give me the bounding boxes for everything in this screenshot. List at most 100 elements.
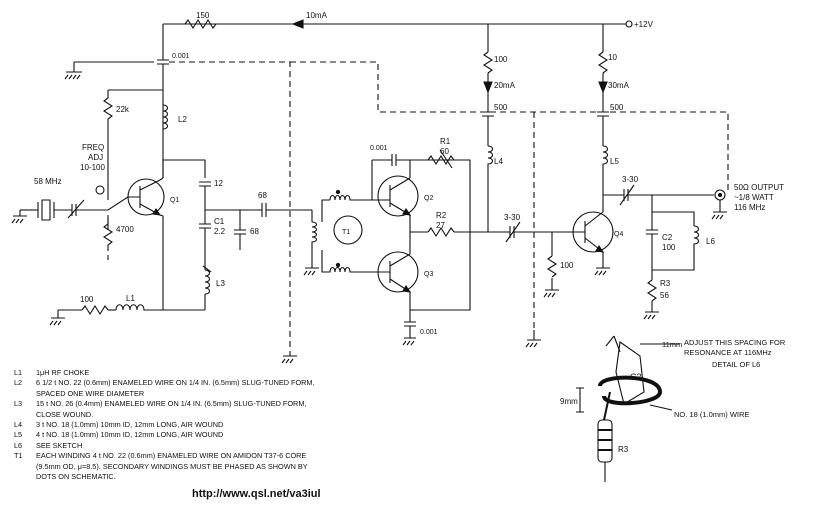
parts-notes: L1 1μH RF CHOKE L2 6 1/2 t NO. 22 (0.6mm… xyxy=(14,368,434,482)
note-key: L6 xyxy=(14,440,23,450)
cap-c1 xyxy=(199,223,211,258)
label-l5: L5 xyxy=(610,157,619,166)
detail-spacing: 11mm xyxy=(662,340,683,349)
ground-symbol-q4 xyxy=(594,267,610,276)
resistor-r3 xyxy=(646,279,658,302)
detail-c2-body xyxy=(615,341,645,405)
crystal-58mhz xyxy=(37,199,55,221)
label-c0001-a: 0.001 xyxy=(172,53,190,60)
resistor-10 xyxy=(597,51,609,74)
label-t1: T1 xyxy=(342,229,350,236)
ground-symbol-t1 xyxy=(303,262,319,276)
label-q2: Q2 xyxy=(424,195,433,202)
ground-symbol-bias xyxy=(49,310,65,326)
label-c12: 12 xyxy=(214,179,223,188)
detail-wire: NO. 18 (1.0mm) WIRE xyxy=(674,410,750,419)
label-10ma: 10mA xyxy=(306,11,328,20)
trimmer-freq-adj xyxy=(67,199,85,219)
label-l2: L2 xyxy=(178,115,187,124)
label-trim-3-30-b: 3-30 xyxy=(622,175,639,184)
resistor-150 xyxy=(184,18,217,30)
label-r22k: 22k xyxy=(116,105,130,114)
note-text: 6 1/2 t NO. 22 (0.6mm) ENAMELED WIRE ON … xyxy=(36,378,315,398)
label-c0001-c: 0.001 xyxy=(420,329,438,336)
resistor-r1 xyxy=(427,154,455,166)
inductor-l6 xyxy=(652,225,700,271)
note-l2: L2 6 1/2 t NO. 22 (0.6mm) ENAMELED WIRE … xyxy=(14,378,434,399)
note-text: 4 t NO. 18 (1.0mm) 10mm ID, 12mm LONG, A… xyxy=(36,430,224,440)
label-c2: C2 xyxy=(662,233,673,242)
label-c500-b: 500 xyxy=(610,103,624,112)
resistor-100-q4 xyxy=(546,255,558,278)
ground-symbol-q4b xyxy=(543,278,559,298)
label-r10: 10 xyxy=(608,53,617,62)
note-text: 3 t NO. 18 (1.0mm) 10mm ID, 12mm LONG, A… xyxy=(36,420,224,430)
transistor-q4 xyxy=(572,211,614,253)
resistor-r2 xyxy=(427,226,455,238)
label-c0001-b: 0.001 xyxy=(370,145,388,152)
cap-c2 xyxy=(646,229,658,270)
label-detail-9mm: 9mm xyxy=(560,397,578,406)
label-q4: Q4 xyxy=(614,231,623,238)
label-freq: FREQ xyxy=(82,143,104,152)
label-detail-r3: R3 xyxy=(618,445,629,454)
note-key: T1 xyxy=(14,451,23,461)
label-r1: R1 xyxy=(440,137,451,146)
ground-symbol-out xyxy=(711,200,727,220)
resistor-4700 xyxy=(102,218,114,251)
label-q1: Q1 xyxy=(170,197,179,204)
current-arrow-10ma xyxy=(291,19,304,29)
note-l3: L3 15 t NO. 26 (0.4mm) ENAMELED WIRE ON … xyxy=(14,399,434,420)
label-r100-q23: 100 xyxy=(494,55,508,64)
inductor-l2 xyxy=(162,104,169,130)
note-key: L1 xyxy=(14,368,23,377)
cap-500-b xyxy=(597,111,609,146)
inductor-l4 xyxy=(487,145,494,232)
label-l3: L3 xyxy=(216,279,225,288)
source-url: http://www.qsl.net/va3iul xyxy=(192,488,321,500)
label-freq-out: 116 MHz xyxy=(734,203,765,212)
label-r1-value: 60 xyxy=(440,147,449,156)
note-l5: L5 4 t NO. 18 (1.0mm) 10mm ID, 12mm LONG… xyxy=(14,430,434,440)
note-text: EACH WINDING 4 t NO. 22 (0.6mm) ENAMELED… xyxy=(36,451,308,482)
detail-adjust-note: ADJUST THIS SPACING FOR RESONANCE AT 116… xyxy=(684,338,786,357)
cap-0001-c xyxy=(404,321,416,338)
label-trim-3-30-a: 3-30 xyxy=(504,213,521,222)
resistor-100-bias xyxy=(81,304,109,316)
resistor-100-q23 xyxy=(482,51,494,74)
label-c500-a: 500 xyxy=(494,103,508,112)
t1-secondary-a xyxy=(329,194,372,201)
label-adj: ADJ xyxy=(88,153,103,162)
note-l6: L6 SEE SKETCH xyxy=(14,441,434,451)
label-c68-series: 68 xyxy=(258,191,267,200)
ground-symbol-1 xyxy=(64,71,82,80)
label-plus12v: +12V xyxy=(634,20,654,29)
label-r2-value: 27 xyxy=(436,221,445,230)
ground-symbol-in xyxy=(11,210,27,224)
label-xtal: 58 MHz xyxy=(34,177,62,186)
label-q3: Q3 xyxy=(424,271,433,278)
note-key: L3 xyxy=(14,399,23,409)
note-l1: L1 1μH RF CHOKE xyxy=(14,368,434,378)
inductor-l3 xyxy=(163,269,211,311)
label-r4700: 4700 xyxy=(116,225,134,234)
ground-symbol-r3 xyxy=(643,301,659,320)
cap-68-series xyxy=(261,203,312,217)
t1-secondary-b xyxy=(321,250,372,273)
t1-primary xyxy=(311,221,318,262)
cap-12 xyxy=(199,181,211,187)
ground-symbol-shield2 xyxy=(525,330,541,348)
label-l1: L1 xyxy=(126,294,135,303)
label-power: ~1/8 WATT xyxy=(734,193,774,202)
label-r3-value: 56 xyxy=(660,291,669,300)
cap-68-shunt xyxy=(234,229,246,250)
note-text: 1μH RF CHOKE xyxy=(36,368,90,377)
note-text: SEE SKETCH xyxy=(36,440,83,450)
note-key: L2 xyxy=(14,378,23,388)
note-l4: L4 3 t NO. 18 (1.0mm) 10mm ID, 12mm LONG… xyxy=(14,420,434,430)
cap-500-a xyxy=(482,111,494,146)
label-r2: R2 xyxy=(436,211,447,220)
note-t1: T1 EACH WINDING 4 t NO. 22 (0.6mm) ENAME… xyxy=(14,451,434,482)
note-key: L5 xyxy=(14,430,23,440)
